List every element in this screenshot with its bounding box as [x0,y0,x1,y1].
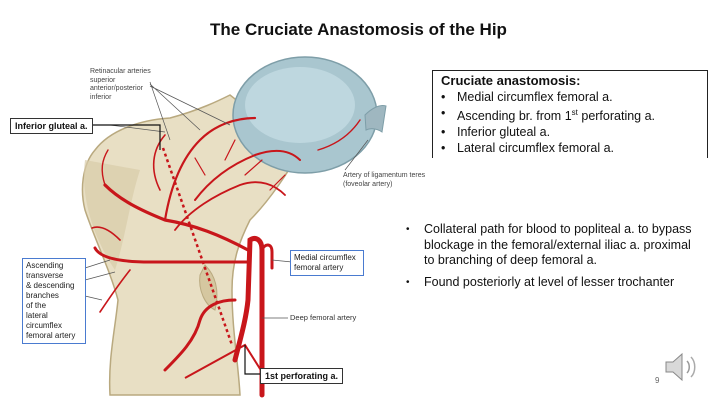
list-item-text-tail: perforating a. [577,109,656,124]
info-box-title: Cruciate anastomosis: [441,73,581,88]
slide-title: The Cruciate Anastomosis of the Hip [210,20,507,39]
inferior-gluteal-callout: Inferior gluteal a. [10,118,93,134]
medial-line-1: Medial circumflex [294,253,356,262]
lateral-circumflex-label: Ascending transverse & descending branch… [22,258,86,344]
cruciate-info-box: Cruciate anastomosis: Medial circumflex … [432,70,708,158]
lateral-line-6: lateral circumflex [26,311,63,330]
retinacular-line-3: anterior/posterior [90,85,143,92]
lateral-line-1: Ascending [26,261,64,270]
lateral-line-2: transverse [26,271,64,280]
lateral-line-3: & descending [26,281,75,290]
note-item: Collateral path for blood to popliteal a… [406,222,696,269]
list-item-text: Lateral circumflex femoral a. [457,141,615,156]
retinacular-label: Retinacular arteries superior anterior/p… [90,68,151,102]
page-number: 9 [655,376,660,385]
list-item: Lateral circumflex femoral a. [441,140,699,156]
ligamentum-teres-label: Artery of ligamentum teres (foveolar art… [343,172,425,189]
medial-line-2: femoral artery [294,263,344,272]
ligamentum-line-1: Artery of ligamentum teres [343,172,426,179]
retinacular-line-2: superior [90,76,116,84]
superscript: st [571,108,578,117]
list-item: Medial circumflex femoral a. [441,89,699,105]
list-item-text: Ascending br. from 1 [457,109,572,124]
first-perforating-callout: 1st perforating a. [260,368,344,384]
list-item-text: Inferior gluteal a. [457,125,551,140]
cruciate-component-list: Medial circumflex femoral a. Ascending b… [441,89,699,156]
list-item: Inferior gluteal a. [441,124,699,140]
list-item-text: Medial circumflex femoral a. [457,90,613,104]
medial-circumflex-label: Medial circumflex femoral artery [290,250,364,276]
speaker-icon[interactable] [662,350,702,384]
note-item: Found posteriorly at level of lesser tro… [406,275,696,291]
retinacular-line-1: Retinacular arteries [90,68,151,75]
lateral-line-4: branches [26,291,59,300]
ligamentum-line-2: (foveolar artery) [343,180,393,188]
notes-list: Collateral path for blood to popliteal a… [406,222,696,296]
list-item: Ascending br. from 1st perforating a. [441,105,699,124]
lateral-line-7: femoral artery [26,331,76,340]
lateral-line-5: of the [26,301,47,310]
deep-femoral-label: Deep femoral artery [290,313,357,322]
retinacular-line-4: inferior [90,93,112,101]
